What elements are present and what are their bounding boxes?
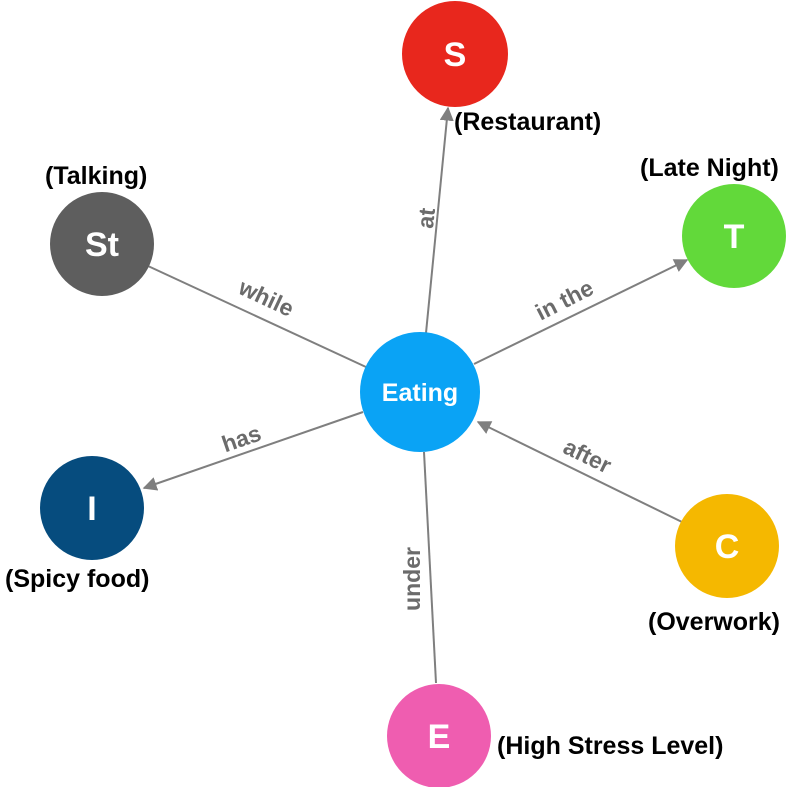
center-node-eating[interactable]: Eating [360,332,480,452]
edge-label-after: after [559,433,615,478]
node-e[interactable]: E [387,684,491,787]
caption-high-stress-level: (High Stress Level) [497,732,723,760]
edge-eating-to-e [423,451,437,684]
node-s-letter: S [444,36,467,74]
edge-eating-to-i [142,411,364,491]
node-t[interactable]: T [682,184,786,288]
edge-label-has: has [218,420,264,457]
edge-label-in-the: in the [531,274,597,325]
center-node-circle [360,332,480,452]
edge-c-to-eating [476,421,683,523]
node-i[interactable]: I [40,456,144,560]
edge-label-at: at [412,206,440,229]
node-c-circle [675,494,779,598]
edge-eating-to-s [425,106,454,334]
node-s-circle [402,1,508,107]
edge-label-under: under [399,547,425,611]
node-st-circle [50,192,154,296]
node-t-circle [682,184,786,288]
edge-st-to-eating [147,265,367,368]
node-s[interactable]: S [402,1,508,107]
node-i-letter: I [87,490,96,528]
node-c[interactable]: C [675,494,779,598]
caption-late-night: (Late Night) [640,154,779,182]
node-e-letter: E [428,718,451,756]
node-e-circle [387,684,491,787]
node-c-letter: C [715,528,740,566]
caption-overwork: (Overwork) [648,608,780,636]
edge-eating-to-t [473,259,689,365]
caption-restaurant: (Restaurant) [454,108,601,136]
caption-talking: (Talking) [45,162,147,190]
caption-spicy-food: (Spicy food) [5,565,149,593]
node-t-letter: T [724,218,745,256]
node-st[interactable]: St [50,192,154,296]
node-st-letter: St [85,226,119,264]
node-i-circle [40,456,144,560]
edge-label-while: while [234,273,298,321]
center-node-label: Eating [382,379,458,407]
